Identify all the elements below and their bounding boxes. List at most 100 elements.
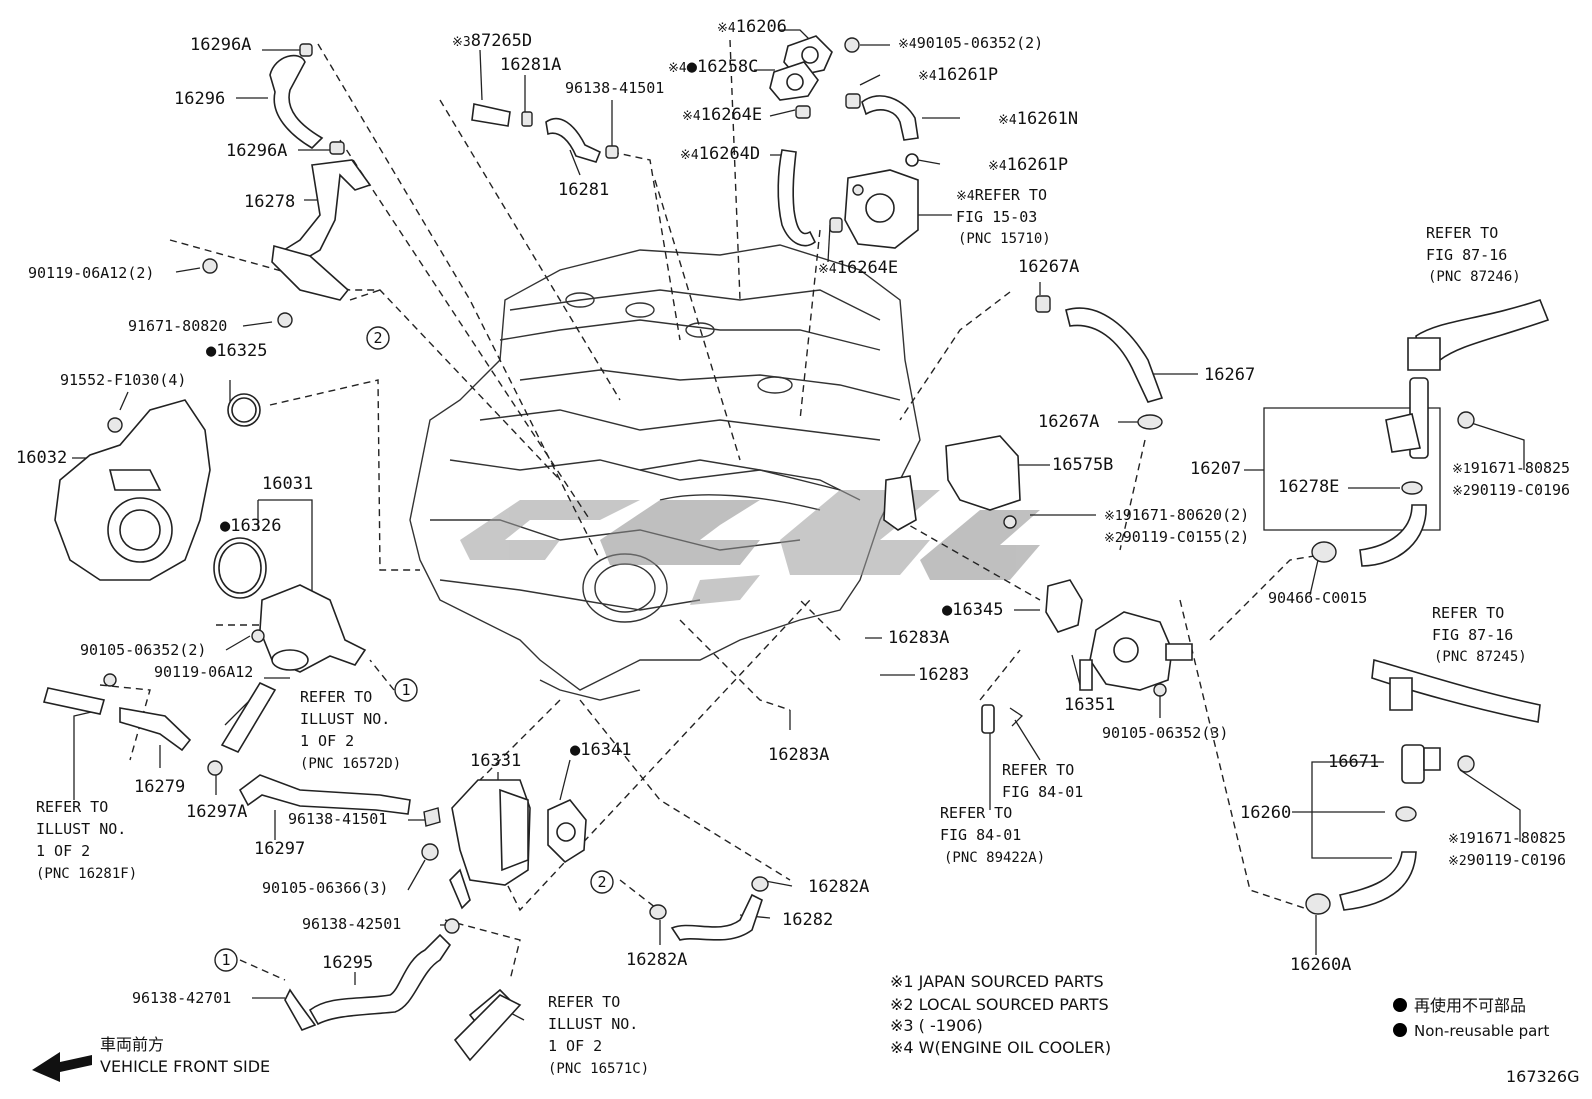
part-label: 96138-42501 xyxy=(302,915,401,933)
part-number: 90105-06366(3) xyxy=(262,879,388,897)
part-number: 16264E xyxy=(701,105,762,125)
part-number: FIG 87-16 xyxy=(1426,246,1507,264)
part-number: 16031 xyxy=(262,474,313,494)
source-mark: ※4 xyxy=(668,61,687,76)
part-label: 96138-42701 xyxy=(132,989,231,1007)
part-number: 90105-06352(2) xyxy=(80,641,206,659)
part-label: ※416206 xyxy=(717,17,787,37)
part-label: ILLUST NO. xyxy=(548,1015,638,1033)
part-number: 91671-80825 xyxy=(1467,829,1566,847)
legend-en: Non-reusable part xyxy=(1414,1022,1549,1040)
figure-id: 167326G xyxy=(1506,1067,1579,1086)
part-label: ※191671-80825 xyxy=(1448,829,1566,847)
part-number: ILLUST NO. xyxy=(548,1015,638,1033)
part-number: 16267A xyxy=(1018,257,1079,277)
part-number: 16282A xyxy=(808,877,869,897)
part-label: 16283 xyxy=(918,665,969,685)
part-number: 96138-41501 xyxy=(565,79,664,97)
part-label: 90105-06366(3) xyxy=(262,879,388,897)
part-label: ※416264E xyxy=(818,258,898,278)
circle-shape xyxy=(394,678,418,702)
part-label: 16282A xyxy=(626,950,687,970)
part-number: 16267 xyxy=(1204,365,1255,385)
part-number: 16261N xyxy=(1017,109,1078,129)
source-mark: ※1 xyxy=(1448,832,1467,847)
part-number: 16297 xyxy=(254,839,305,859)
part-label: FIG 84-01 xyxy=(940,826,1021,844)
part-number: 16341 xyxy=(580,740,631,760)
part-label: (PNC 89422A) xyxy=(944,850,1045,866)
part-label: FIG 15-03 xyxy=(956,208,1037,226)
source-mark: ※2 xyxy=(1448,854,1467,869)
circled-ref: 2 xyxy=(366,326,390,350)
part-number: 16283A xyxy=(768,745,829,765)
source-mark: ※4 xyxy=(988,159,1007,174)
circle-shape xyxy=(214,948,238,972)
part-number: FIG 15-03 xyxy=(956,208,1037,226)
part-number: 1 OF 2 xyxy=(36,842,90,860)
part-number: ILLUST NO. xyxy=(36,820,126,838)
circled-ref-number: 1 xyxy=(401,681,410,699)
part-number: 96138-42501 xyxy=(302,915,401,933)
parts xyxy=(32,35,1550,1082)
part-number: (PNC 16281F) xyxy=(36,866,137,882)
part-label: 16267A xyxy=(1018,257,1079,277)
part-label: 16260 xyxy=(1240,803,1291,823)
part-label: 1 OF 2 xyxy=(548,1037,602,1055)
part-number: 16260 xyxy=(1240,803,1291,823)
part-number: (PNC 87245) xyxy=(1434,649,1527,665)
part-number: (PNC 15710) xyxy=(958,231,1051,247)
part-label: 90105-06352(2) xyxy=(80,641,206,659)
part-label: ※387265D xyxy=(452,31,532,51)
part-number: 90119-C0196 xyxy=(1471,481,1570,499)
part-number: 1 OF 2 xyxy=(300,732,354,750)
part-number: 16283 xyxy=(918,665,969,685)
part-number: (PNC 16572D) xyxy=(300,756,401,772)
part-label: ※4●16258C xyxy=(668,57,758,77)
part-label: ※290119-C0196 xyxy=(1452,481,1570,499)
part-label: FIG 87-16 xyxy=(1432,626,1513,644)
part-number: 90105-06352(2) xyxy=(917,34,1043,52)
part-number: 16278E xyxy=(1278,477,1339,497)
part-number: 90119-C0155(2) xyxy=(1123,528,1249,546)
part-label: 1 OF 2 xyxy=(36,842,90,860)
part-number: 1 OF 2 xyxy=(548,1037,602,1055)
part-number: 16279 xyxy=(134,777,185,797)
part-label: (PNC 16572D) xyxy=(300,756,401,772)
source-mark: ※4 xyxy=(717,21,736,36)
source-mark: ※4 xyxy=(956,189,975,204)
part-label: 16278 xyxy=(244,192,295,212)
part-number: 16206 xyxy=(736,17,787,37)
part-number: 16260A xyxy=(1290,955,1351,975)
circle-shape xyxy=(590,870,614,894)
source-mark: ※2 xyxy=(1452,484,1471,499)
part-number: REFER TO xyxy=(1426,224,1498,242)
part-number: 16282A xyxy=(626,950,687,970)
part-label: 16281 xyxy=(558,180,609,200)
part-number: 16331 xyxy=(470,751,521,771)
part-number: REFER TO xyxy=(548,993,620,1011)
part-number: 16326 xyxy=(230,516,281,536)
source-mark: ※4 xyxy=(680,148,699,163)
part-label: ※490105-06352(2) xyxy=(898,34,1043,52)
part-label: ILLUST NO. xyxy=(36,820,126,838)
note-japan-sourced: ※1 JAPAN SOURCED PARTS xyxy=(890,972,1104,991)
part-label: (PNC 16281F) xyxy=(36,866,137,882)
circled-ref: 1 xyxy=(394,678,418,702)
part-label: 16283A xyxy=(888,628,949,648)
part-label: 16282A xyxy=(808,877,869,897)
part-label: (PNC 87245) xyxy=(1434,649,1527,665)
source-mark: ※1 xyxy=(1104,509,1123,524)
part-number: 16261P xyxy=(937,65,998,85)
part-label: 16278E xyxy=(1278,477,1339,497)
part-label: 91552-F1030(4) xyxy=(60,371,186,389)
circled-ref-number: 2 xyxy=(373,329,382,347)
part-label: 90466-C0015 xyxy=(1268,589,1367,607)
watermark-logo xyxy=(460,490,1040,605)
part-number: 16267A xyxy=(1038,412,1099,432)
part-label: REFER TO xyxy=(940,804,1012,822)
part-number: REFER TO xyxy=(300,688,372,706)
